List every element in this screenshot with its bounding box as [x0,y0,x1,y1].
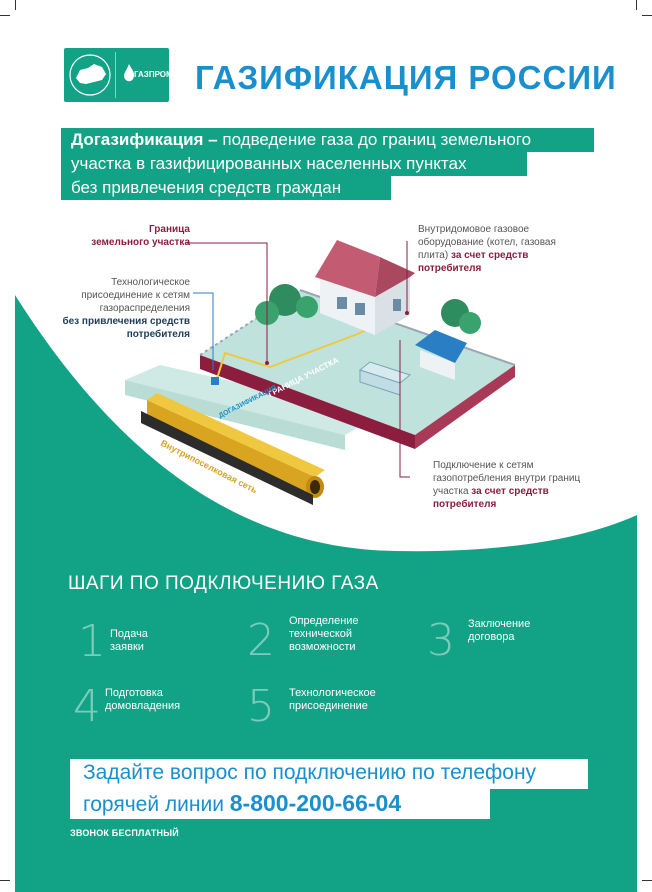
step-number: 1 [78,616,106,667]
gas-connection-diagram: ГРАНИЦА УЧАСТКА ДОГАЗИФИКАЦИЯ Внутрипосе… [125,240,516,505]
callout-text: оборудование (котел, газовая [418,237,556,248]
callout-connection: Подключение к сетям газопотребления внут… [433,459,608,511]
callout-text: плита) [418,250,449,261]
callout-text: газопотребления внутри границ [433,473,581,484]
page-title: ГАЗИФИКАЦИЯ РОССИИ [195,59,617,96]
poster: ГАЗПРОМ ГАЗИФИКАЦИЯ РОССИИ Догазификация… [15,15,637,892]
crop-mark [15,0,16,10]
russia-map-logo-icon [69,52,116,98]
hotline-band [70,759,588,789]
definition-band [61,176,391,200]
crop-mark [642,15,652,16]
callout-text: Технологическое [111,277,190,288]
callout-text: земельного участка [91,237,190,248]
logo-block: ГАЗПРОМ [64,48,173,102]
callout-indoor-equipment: Внутридомовое газовое оборудование (коте… [418,223,588,275]
callout-text: за счет средств [471,486,549,497]
crop-mark [642,880,652,881]
definition-band [61,152,527,176]
definition-text: подведение газа до границ земельного [217,130,532,149]
step-number: 4 [73,681,101,732]
callout-text: потребителя [418,263,482,274]
step-label: Подготовка домовладения [105,687,181,712]
callout-text: присоединение к сетям [81,290,190,301]
hotline-phone[interactable]: 8-800-200-66-04 [229,790,402,816]
step-label: Определение технической возможности [289,615,359,653]
callout-text: Подключение к сетям [433,460,534,471]
step-label: Технологическое присоединение [289,687,376,712]
definition-block: Догазификация – подведение газа до грани… [61,128,594,200]
callout-text: Граница [149,224,190,235]
step-number: 2 [247,615,275,666]
callout-text: потребителя [433,499,497,510]
definition-line-1: Догазификация – подведение газа до грани… [71,128,531,152]
callout-text: без привлечения средств [62,316,190,327]
step-label: Подача заявки [110,628,148,653]
definition-band [61,128,594,152]
callout-text: газораспределения [99,303,190,314]
definition-term: Догазификация – [71,130,218,149]
free-call-note: ЗВОНОК БЕСПЛАТНЫЙ [70,828,179,838]
crop-mark [0,880,10,881]
hotline-band [70,789,490,819]
hotline-prefix: горячей линии [83,793,230,816]
hotline-line-1: Задайте вопрос по подключению по телефон… [83,761,537,784]
gazprom-logo-text: ГАЗПРОМ [134,70,173,79]
step-label: Заключение договора [468,618,531,643]
callout-boundary: Граница земельного участка [85,223,190,249]
hotline-line-2: горячей линии 8-800-200-66-04 [83,790,401,817]
steps-title: ШАГИ ПО ПОДКЛЮЧЕНИЮ ГАЗА [68,573,379,594]
callout-text: потребителя [126,329,190,340]
definition-line-3: без привлечения средств граждан [71,178,342,197]
step-number: 5 [247,681,275,732]
callout-text: за счет средств [450,250,529,261]
callout-tech-connection: Технологическое присоединение к сетям га… [60,276,190,341]
callout-text: Внутридомовое газовое [418,224,530,235]
definition-line-2: участка в газифицированных населенных пу… [71,154,467,173]
callout-text: участка [433,486,469,497]
gazprom-flame-icon [124,64,135,82]
crop-mark [636,0,637,10]
step-number: 3 [427,615,455,666]
crop-mark [0,15,10,16]
